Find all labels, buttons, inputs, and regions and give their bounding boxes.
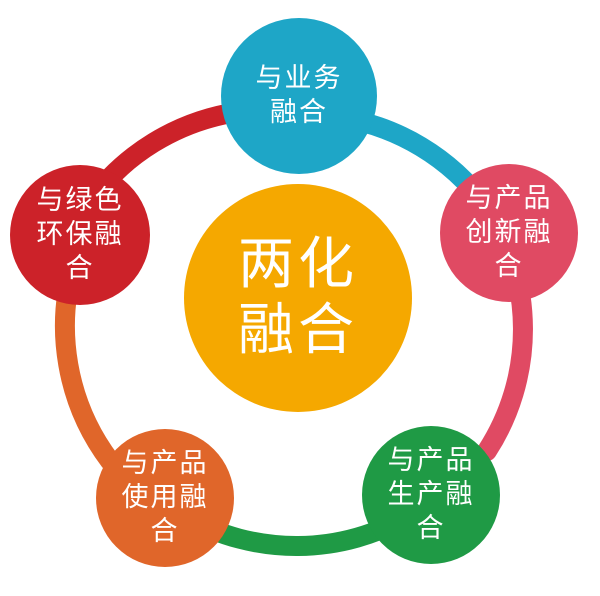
center-label: 两化 融合 bbox=[238, 232, 358, 363]
node-product-production: 与产品 生产融 合 bbox=[362, 426, 500, 564]
node-product-innovation: 与产品 创新融 合 bbox=[440, 164, 578, 302]
node-green-environment: 与绿色 环保融 合 bbox=[10, 165, 150, 305]
node-business: 与业务 融合 bbox=[221, 18, 377, 174]
node-business-label: 与业务 融合 bbox=[255, 63, 343, 128]
node-product-use: 与产品 使用融 合 bbox=[96, 429, 234, 567]
center-circle: 两化 融合 bbox=[184, 184, 412, 412]
node-green-environment-label: 与绿色 环保融 合 bbox=[36, 185, 124, 284]
node-product-production-label: 与产品 生产融 合 bbox=[387, 445, 475, 544]
node-product-use-label: 与产品 使用融 合 bbox=[121, 448, 209, 547]
node-product-innovation-label: 与产品 创新融 合 bbox=[465, 183, 553, 282]
